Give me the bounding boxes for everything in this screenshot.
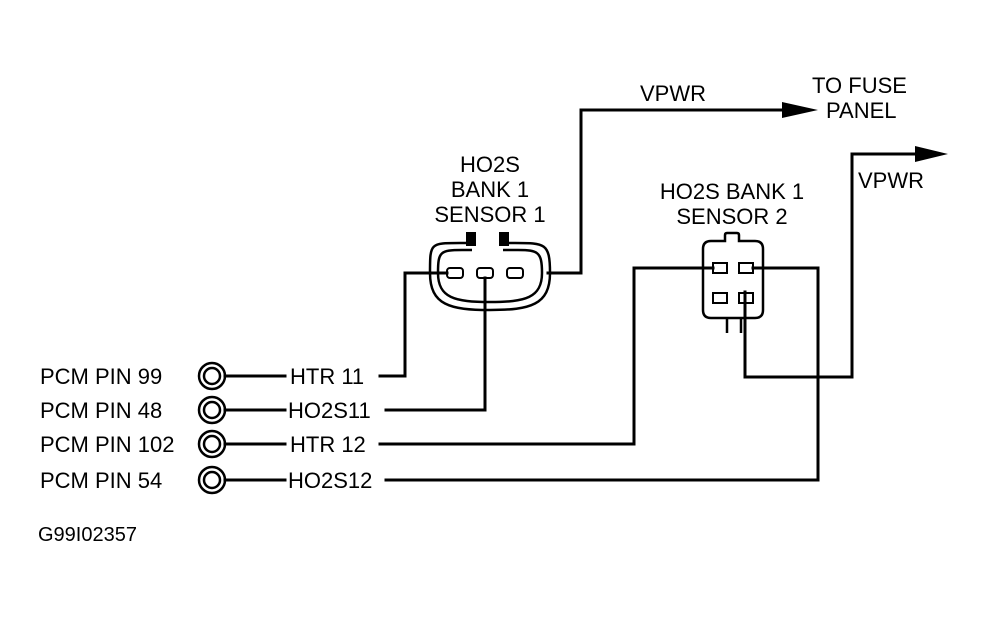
sensor1-connector[interactable] bbox=[428, 232, 552, 312]
figure-id: G99I02357 bbox=[38, 524, 137, 546]
sensor2-title-line2: SENSOR 2 bbox=[676, 204, 787, 229]
arrow-right-icon bbox=[782, 102, 818, 118]
sensor2-pin-3 bbox=[712, 292, 728, 304]
circuit-label: HO2S11 bbox=[288, 398, 371, 423]
pcm-pin-label: PCM PIN 102 bbox=[40, 432, 175, 457]
sensor1-latch-right bbox=[499, 232, 509, 246]
sensor2-shell bbox=[701, 231, 765, 320]
pcm-pin-label: PCM PIN 54 bbox=[40, 468, 162, 493]
htr11-wire bbox=[378, 271, 449, 378]
pcm-pin-terminal-inner bbox=[202, 400, 222, 420]
sensor2-title-line1: HO2S BANK 1 bbox=[660, 179, 804, 204]
circuit-label: HTR 12 bbox=[290, 432, 366, 457]
sensor1-shell-inner bbox=[436, 248, 544, 304]
sensor1-shell-outer bbox=[428, 241, 552, 312]
vpwr-right-label: VPWR bbox=[858, 168, 924, 193]
sensor1-pin-3 bbox=[506, 267, 524, 279]
sensor1-title-line3: SENSOR 1 bbox=[434, 202, 545, 227]
sensor1-latch-left bbox=[466, 232, 476, 246]
vpwr-top-label: VPWR bbox=[640, 81, 706, 106]
circuit-label: HTR 11 bbox=[290, 364, 364, 389]
pcm-pin-terminal-inner bbox=[202, 434, 222, 454]
sensor2-title: HO2S BANK 1 SENSOR 2 bbox=[660, 179, 804, 229]
vpwr-top-wire bbox=[546, 108, 792, 275]
pcm-row-4: PCM PIN 54 HO2S12 bbox=[40, 266, 820, 495]
sensor2-connector[interactable] bbox=[701, 231, 765, 333]
circuit-label: HO2S12 bbox=[288, 468, 372, 493]
sensor2-pin-2 bbox=[738, 262, 754, 274]
fuse-panel-label-line1: TO FUSE bbox=[812, 73, 907, 98]
sensor1-pin-1 bbox=[446, 267, 464, 279]
htr12-wire bbox=[378, 266, 715, 446]
pcm-pin-label: PCM PIN 99 bbox=[40, 364, 162, 389]
sensor1-title: HO2S BANK 1 SENSOR 1 bbox=[434, 152, 545, 227]
fuse-panel-label-line2: PANEL bbox=[826, 98, 897, 123]
sensor2-pin-1 bbox=[712, 262, 728, 274]
pcm-row-1: PCM PIN 99 HTR 11 bbox=[40, 271, 449, 391]
pcm-pin-label: PCM PIN 48 bbox=[40, 398, 162, 423]
ho2s12-wire bbox=[384, 266, 820, 482]
pcm-pin-terminal-inner bbox=[202, 470, 222, 490]
sensor1-title-line1: HO2S bbox=[460, 152, 520, 177]
sensor1-title-line2: BANK 1 bbox=[451, 177, 529, 202]
pcm-row-2: PCM PIN 48 HO2S11 bbox=[40, 276, 487, 425]
ho2s11-wire bbox=[384, 276, 487, 412]
arrow-right-icon bbox=[915, 146, 948, 162]
pcm-pin-terminal-inner bbox=[202, 366, 222, 386]
pcm-row-3: PCM PIN 102 HTR 12 bbox=[40, 266, 715, 459]
vpwr-right-wire bbox=[743, 152, 922, 379]
